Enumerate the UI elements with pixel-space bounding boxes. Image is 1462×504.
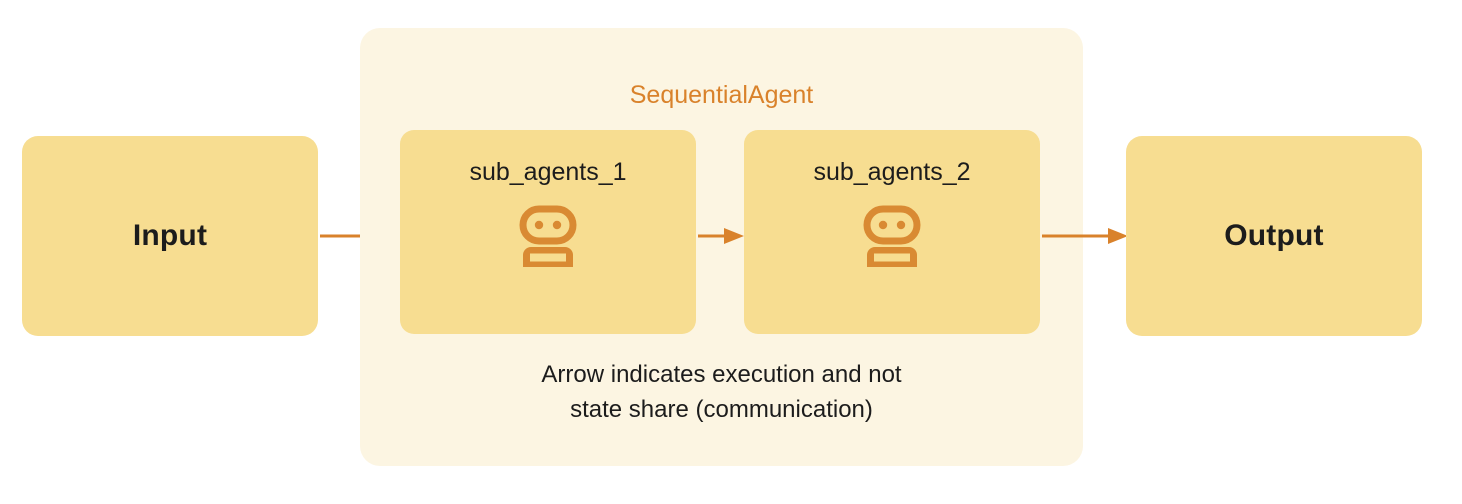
sequential-agent-container: SequentialAgent sub_agents_1 sub_agents_…: [360, 28, 1083, 466]
sequential-agent-title: SequentialAgent: [629, 81, 814, 109]
sub-agent-card-2: sub_agents_2: [744, 130, 1040, 334]
robot-icon: [519, 205, 577, 267]
sub-agent-1-label: sub_agents_1: [469, 158, 627, 186]
caption-line-1: Arrow indicates execution and not: [541, 361, 902, 388]
input-label: Input: [132, 219, 208, 252]
robot-icon: [863, 205, 921, 267]
arrow-sub-agent-1-to-sub-agent-2: [698, 228, 744, 244]
caption-line-2: state share (communication): [570, 395, 873, 423]
output-box: Output: [1126, 136, 1422, 336]
arrow-sub-agent-2-to-output: [1042, 228, 1128, 244]
input-box: Input: [22, 136, 318, 336]
caption: Arrow indicates execution and not state …: [360, 358, 1083, 428]
sub-agent-card-1: sub_agents_1: [400, 130, 696, 334]
sub-agent-2-label: sub_agents_2: [813, 158, 971, 186]
output-label: Output: [1224, 219, 1324, 252]
